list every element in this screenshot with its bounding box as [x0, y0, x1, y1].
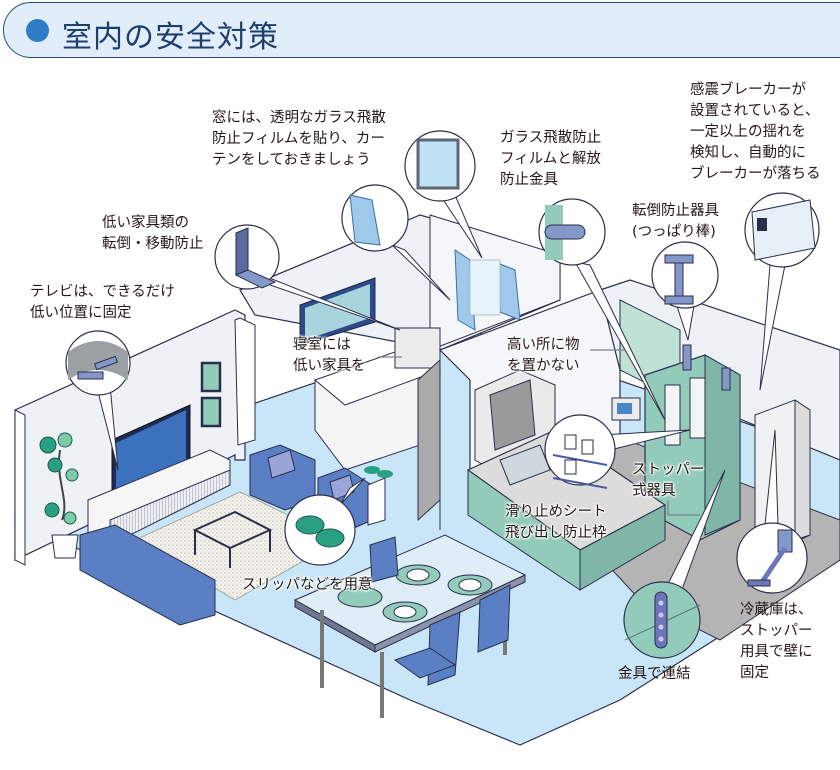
label-bedroom-low: 寝室には 低い家具を — [293, 337, 366, 374]
callout-tension-rod — [651, 241, 719, 341]
label-stopper: ストッパー 式器具 — [632, 462, 705, 499]
picture-frames — [200, 361, 222, 428]
callout-l-bracket — [214, 224, 401, 331]
callout-slippers — [284, 466, 393, 566]
label-tv-fix: テレビは、できるだけ 低い位置に固定 — [30, 284, 175, 321]
callout-cabinet-latch — [538, 198, 666, 421]
label-high-places: 高い所に物 を置かない — [507, 337, 580, 374]
bedroom — [239, 214, 561, 530]
callout-curtain — [341, 184, 451, 301]
label-slippers: スリッパなどを用意 — [242, 577, 373, 593]
callout-window — [404, 130, 483, 259]
kitchen-counter — [466, 369, 667, 591]
bullet-circle-icon — [26, 19, 49, 42]
label-tension-rod: 転倒防止器具 (つっぱり棒) — [632, 203, 719, 240]
label-window-film: 窓には、透明なガラス飛散 防止フィルムを貼り、カー テンをしておきましょう — [212, 110, 386, 168]
label-seismic-breaker: 感震ブレーカーが 設置されていると、 一定以上の揺れを 検知し、自動的に ブレー… — [690, 82, 821, 182]
dining-set — [293, 534, 527, 718]
callout-tv-strap — [65, 330, 131, 471]
tv-area — [87, 404, 231, 546]
label-anti-slip: 滑り止めシート 飛び出し防止枠 — [505, 504, 607, 541]
callout-connecting-plate — [623, 469, 726, 659]
potted-plant — [39, 432, 79, 559]
callout-fridge-stopper — [736, 429, 808, 594]
label-fridge: 冷蔵庫は、 ストッパー 用具で壁に 固定 — [740, 602, 813, 681]
label-low-furniture: 低い家具類の 転倒・移動防止 — [102, 215, 204, 252]
callout-breaker — [744, 192, 820, 391]
callout-shelf — [544, 414, 691, 489]
label-metal-connect: 金具で連結 — [618, 666, 691, 682]
page-title: 室内の安全対策 — [62, 20, 279, 55]
label-glass-film-latch: ガラス飛散防止 フィルムと解放 防止金具 — [500, 130, 602, 188]
leader-line — [667, 500, 700, 516]
section-header: 室内の安全対策 — [3, 2, 840, 58]
